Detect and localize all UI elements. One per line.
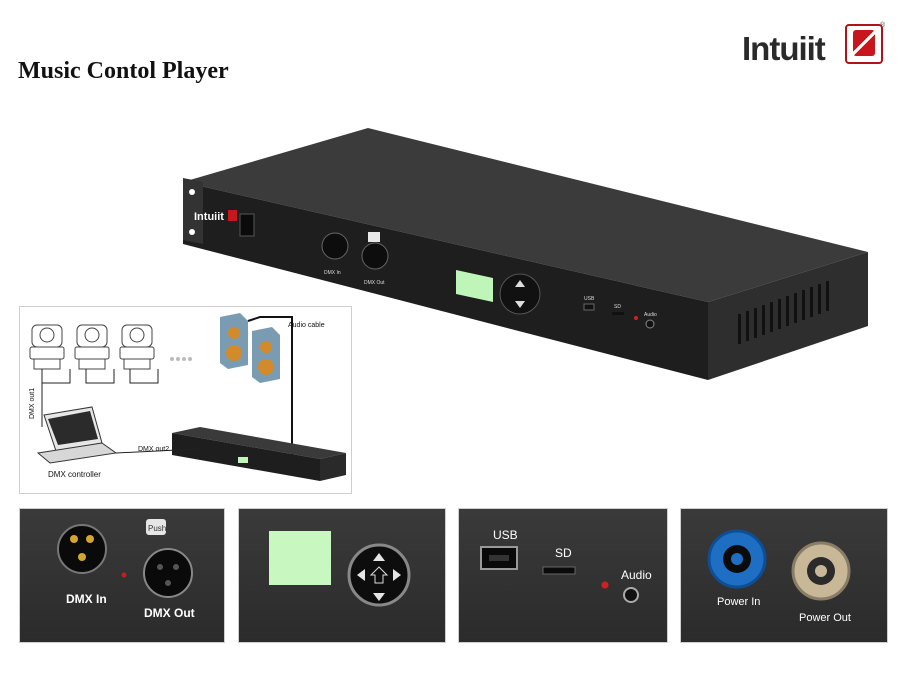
detail-panel-power: Power In Power Out [680, 508, 888, 643]
nav-pad-icon [347, 543, 411, 607]
dmx-controller-label: DMX controller [48, 470, 101, 479]
status-led-icon [121, 572, 127, 578]
more-dots-icon [170, 357, 192, 361]
audio-jack-icon [645, 319, 655, 329]
sd-label: SD [555, 546, 572, 560]
brand-logo: Intuiit ® [742, 22, 892, 72]
dmx-out1-label: DMX out1 [29, 388, 36, 419]
device-dmx-out-label: DMX Out [364, 280, 385, 286]
dmx-chain-cable [41, 369, 71, 384]
push-tab-icon [368, 232, 380, 242]
status-led-icon [634, 316, 638, 320]
dmx-out-label: DMX Out [144, 606, 195, 620]
dmx-in-label: DMX In [66, 592, 107, 606]
audio-jack-icon [623, 587, 639, 603]
device-front-face [183, 182, 708, 380]
push-label: Push [148, 524, 166, 533]
lcd-screen [269, 531, 331, 585]
detail-panel-controls [238, 508, 446, 643]
usb-port-icon [583, 303, 595, 311]
power-switch [239, 213, 255, 237]
audio-cable-label: Audio cable [288, 322, 325, 329]
lcd-screen [456, 270, 493, 302]
dmx-out2-cable [115, 448, 199, 454]
device-brand-label: Intuiit [194, 211, 224, 223]
page-title: Music Contol Player [18, 58, 229, 84]
player-unit-icon [172, 427, 346, 481]
moving-head-light-icon [74, 324, 110, 370]
device-dmx-in-label: DMX In [324, 270, 341, 276]
detail-panel-ports: USB SD Audio [458, 508, 668, 643]
nav-pad-icon [499, 273, 541, 315]
usb-label: USB [493, 528, 518, 542]
status-led-icon [601, 581, 609, 589]
screw-hole-icon [189, 189, 195, 195]
speaker-icon [252, 327, 280, 383]
dmx-out-connector-icon [361, 242, 389, 270]
power-out-label: Power Out [799, 612, 851, 624]
dmx-out-xlr-icon [143, 548, 193, 598]
home-icon [369, 566, 389, 584]
speaker-icon [220, 313, 248, 369]
sd-slot-icon [542, 566, 576, 575]
left-rack-ear [183, 178, 203, 244]
sd-slot-icon [612, 312, 624, 315]
device-usb-label: USB [584, 296, 595, 302]
audio-cable [247, 316, 293, 467]
laptop-icon [36, 406, 118, 464]
detail-panel-dmx: Push DMX In DMX Out [19, 508, 225, 643]
device-seal-icon [228, 210, 237, 221]
device-sd-label: SD [614, 304, 621, 310]
moving-head-light-icon [119, 324, 155, 370]
connection-diagram: Audio cable DMX out1 DMX out2 DMX contro… [19, 306, 352, 494]
dmx-out2-label: DMX out2 [138, 446, 169, 453]
dmx-in-connector-icon [321, 232, 349, 260]
brand-logo-text: Intuiit [742, 30, 826, 67]
power-in-label: Power In [717, 596, 760, 608]
device-top-surface [183, 128, 868, 302]
nav-up-icon [373, 553, 385, 561]
moving-head-light-icon [29, 324, 65, 370]
dmx-in-xlr-icon [57, 524, 107, 574]
device-hero-image: Intuiit DMX In DMX Out USB SD Audio [168, 104, 906, 396]
screw-hole-icon [189, 229, 195, 235]
device-audio-label: Audio [644, 312, 657, 318]
nav-left-icon [357, 569, 365, 581]
brand-seal-icon [845, 24, 883, 64]
side-vent-icon [738, 281, 829, 344]
nav-right-icon [393, 569, 401, 581]
nav-down-icon [373, 593, 385, 601]
audio-label: Audio [621, 568, 652, 582]
registered-mark: ® [880, 22, 886, 29]
push-latch-icon [146, 519, 166, 535]
